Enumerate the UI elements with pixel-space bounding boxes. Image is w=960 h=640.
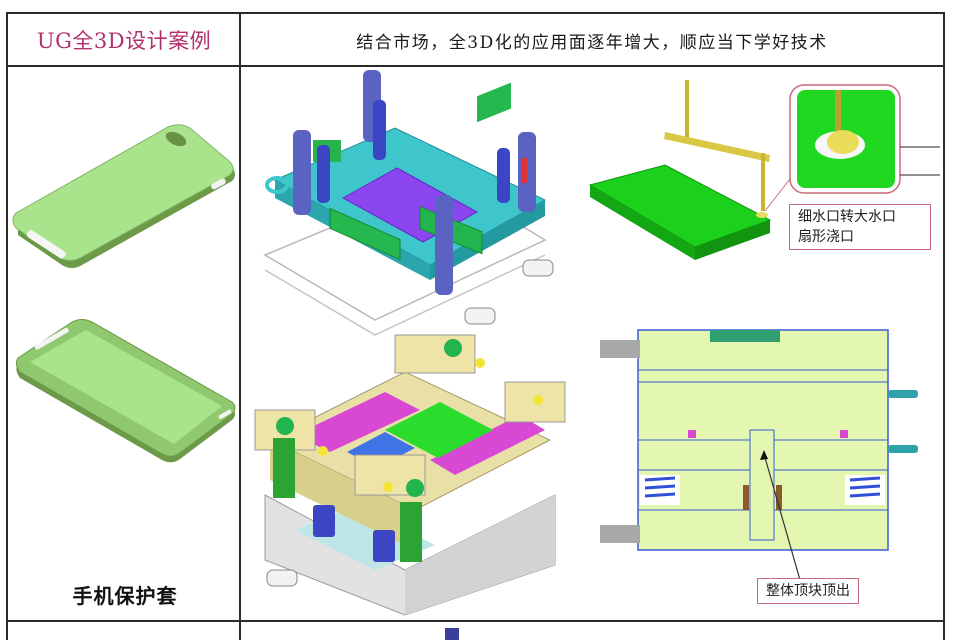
gate-callout: 细水口转大水口 扇形浇口 xyxy=(789,204,931,250)
gate-callout-line1: 细水口转大水口 xyxy=(798,209,896,225)
product-label: 手机保护套 xyxy=(72,584,178,608)
table-left-border xyxy=(6,12,8,640)
next-row-image-fragment xyxy=(445,628,459,640)
gate-runner-image xyxy=(588,80,940,260)
ejector-callout: 整体顶块顶出 xyxy=(757,578,859,604)
table-top-border xyxy=(6,12,944,14)
page-subtitle: 结合市场，全3D化的应用面逐年增大，顺应当下学好技术 xyxy=(356,32,828,53)
table-right-border xyxy=(943,12,945,640)
mold-assembly-image xyxy=(254,334,566,616)
page-title: UG全3D设计案例 xyxy=(36,29,212,53)
header-divider xyxy=(6,65,944,67)
row-divider xyxy=(6,620,944,622)
mold-section-image xyxy=(600,329,918,581)
gate-callout-line2: 扇形浇口 xyxy=(798,229,854,245)
mold-core-plate-image xyxy=(263,70,554,336)
phone-case-front-image xyxy=(15,319,236,463)
phone-case-back-image xyxy=(12,124,235,268)
column-divider xyxy=(239,12,241,640)
